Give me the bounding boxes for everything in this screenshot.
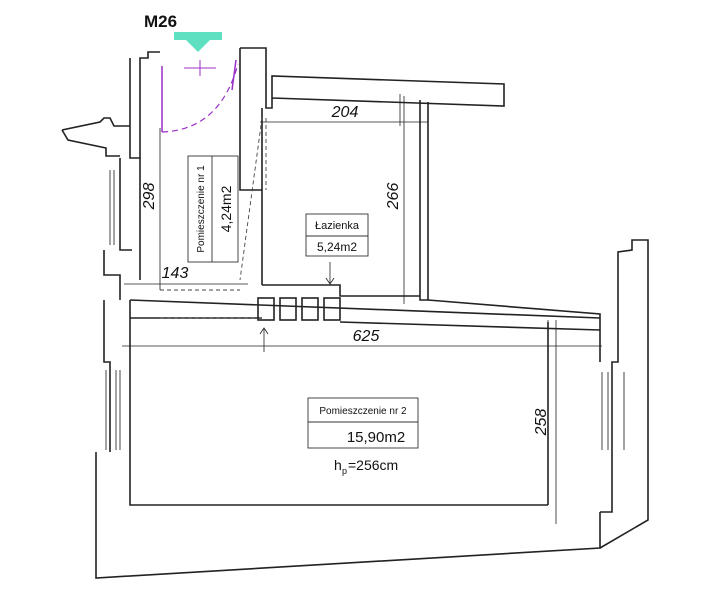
dim-room2-height: 258 (533, 409, 550, 437)
dim-bath-width: 204 (331, 104, 359, 121)
room2-label: Pomieszczenie nr 2 15,90m2 h p =256cm (307, 397, 419, 476)
room1-name: Pomieszczenie nr 1 (196, 165, 207, 253)
bathroom-name: Łazienka (315, 220, 360, 232)
ventilation-icon (257, 262, 341, 352)
room2-name: Pomieszczenie nr 2 (319, 406, 407, 417)
windows (105, 170, 625, 450)
room2-height-prefix: h (334, 457, 342, 473)
dim-room1-height: 298 (141, 183, 158, 211)
dimension-lines (122, 94, 602, 524)
room1-area: 4,24m2 (218, 185, 234, 232)
bathroom-area: 5,24m2 (317, 240, 357, 254)
dim-room1-width: 143 (162, 265, 189, 282)
room2-height-value: =256cm (348, 457, 398, 473)
dashed-lines (160, 117, 267, 319)
entrance-arrow-icon (174, 32, 222, 52)
dim-room2-width: 625 (353, 328, 380, 345)
outer-walls (61, 47, 649, 579)
dim-bath-height: 266 (385, 183, 402, 211)
door-swing-icon (161, 59, 239, 133)
room1-label: Pomieszczenie nr 1 4,24m2 (187, 155, 239, 263)
unit-id: M26 (144, 12, 177, 31)
room2-area: 15,90m2 (347, 429, 405, 446)
bathroom-label: Łazienka 5,24m2 (305, 213, 369, 257)
room2-height-sub: p (342, 466, 347, 476)
